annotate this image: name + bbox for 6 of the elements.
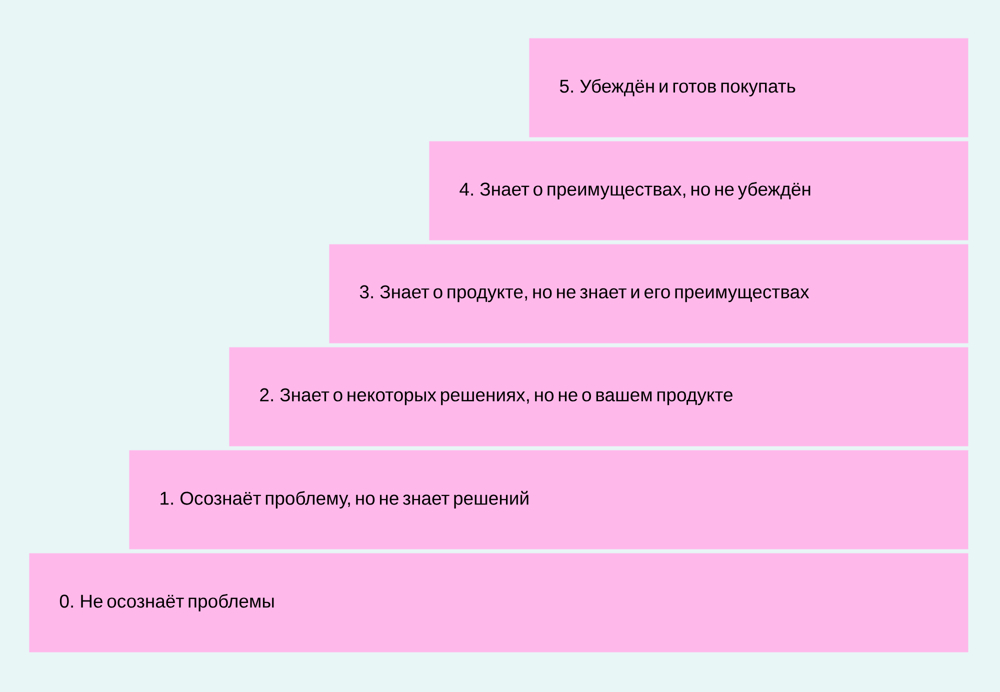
step-box: 4. Знает о преимуществах, но не убеждён [429, 141, 968, 240]
step-box: 2. Знает о некоторых решениях, но не о вашем продукте [229, 347, 968, 446]
step-box: 3. Знает о продукте, но не знает и его преимуществах [329, 244, 968, 344]
step-box: 1. Осознаёт проблему, но не знает решений [129, 450, 968, 550]
step-box: 5. Убеждён и готов покупать [529, 38, 968, 138]
step-box: 0. Не осознаёт проблемы [29, 553, 968, 652]
